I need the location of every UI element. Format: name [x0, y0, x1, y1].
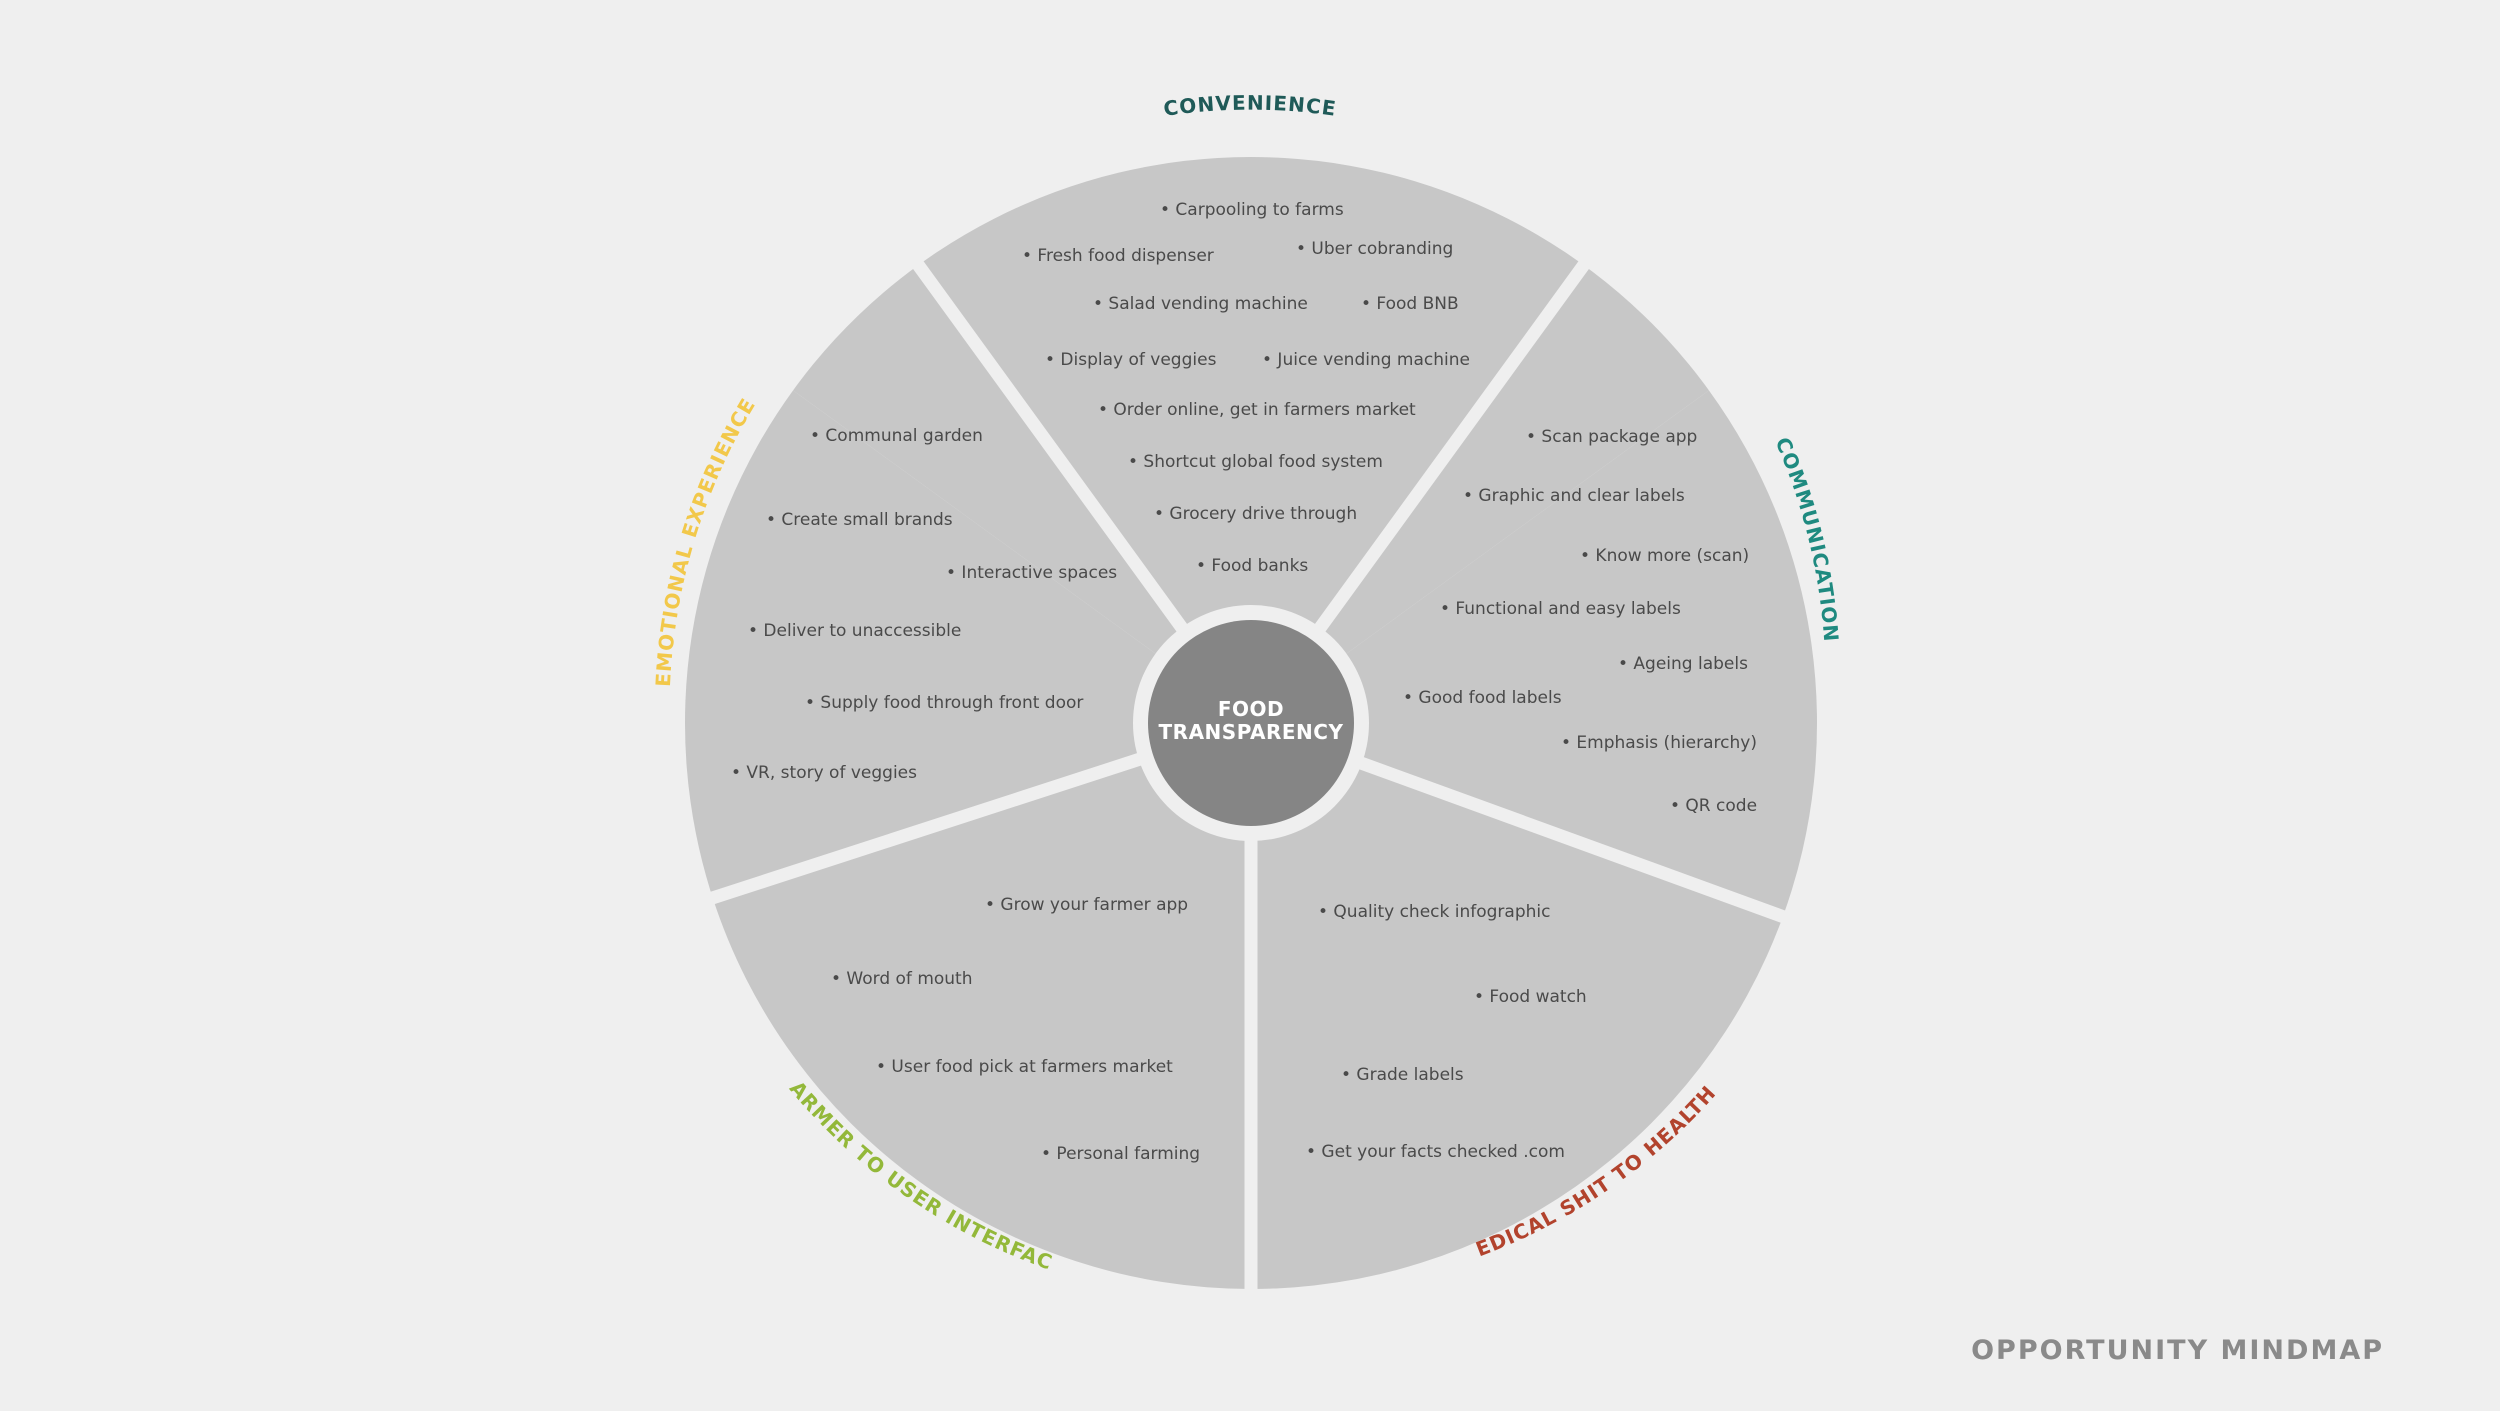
- center-node: FOOD TRANSPARENCY: [1133, 605, 1369, 841]
- list-item: • User food pick at farmers market: [876, 1057, 1173, 1077]
- list-item: • Display of veggies: [1045, 350, 1217, 370]
- list-item: • Get your facts checked .com: [1306, 1142, 1565, 1162]
- list-item: • Emphasis (hierarchy): [1561, 733, 1757, 753]
- list-item: • Quality check infographic: [1318, 902, 1550, 922]
- segment-communication: [1251, 390, 1817, 917]
- convenience-items: • Carpooling to farms • Fresh food dispe…: [1022, 200, 1470, 576]
- list-item: • Functional and easy labels: [1440, 599, 1681, 619]
- list-item: • Grade labels: [1341, 1065, 1464, 1085]
- communication-items: • Scan package app • Graphic and clear l…: [1403, 427, 1757, 816]
- list-item: • Juice vending machine: [1262, 350, 1470, 370]
- medical-items: • Quality check infographic • Food watch…: [1306, 902, 1587, 1162]
- list-item: • Graphic and clear labels: [1463, 486, 1685, 506]
- list-item: • Communal garden: [810, 426, 983, 446]
- list-item: • Shortcut global food system: [1128, 452, 1383, 472]
- list-item: • Ageing labels: [1618, 654, 1748, 674]
- segment-emotional: [685, 390, 1251, 898]
- emotional-items: • Communal garden • Create small brands …: [731, 426, 1117, 783]
- list-item: • Grocery drive through: [1154, 504, 1357, 524]
- list-item: • Food banks: [1196, 556, 1308, 576]
- center-title-line2: TRANSPARENCY: [1159, 720, 1344, 744]
- segment-convenience: [793, 157, 1709, 724]
- list-item: • Food BNB: [1361, 294, 1459, 314]
- list-item: • VR, story of veggies: [731, 763, 917, 783]
- list-item: • Scan package app: [1526, 427, 1697, 447]
- list-item: • Create small brands: [766, 510, 953, 530]
- segment-medical: [1251, 723, 1783, 1289]
- list-item: • Carpooling to farms: [1160, 200, 1344, 220]
- list-item: • Order online, get in farmers market: [1098, 400, 1416, 420]
- list-item: • Uber cobranding: [1296, 239, 1453, 259]
- segments-layer: [685, 157, 1817, 1301]
- center-title-line1: FOOD: [1218, 697, 1284, 721]
- center-circle: [1148, 620, 1354, 826]
- list-item: • Know more (scan): [1580, 546, 1749, 566]
- farmer-items: • Grow your farmer app • Word of mouth •…: [831, 895, 1200, 1164]
- list-item: • QR code: [1670, 796, 1757, 816]
- list-item: • Supply food through front door: [805, 693, 1083, 713]
- list-item: • Good food labels: [1403, 688, 1562, 708]
- list-item: • Grow your farmer app: [985, 895, 1188, 915]
- page-title: OPPORTUNITY MINDMAP: [1971, 1335, 2384, 1366]
- list-item: • Personal farming: [1041, 1144, 1200, 1164]
- list-item: • Salad vending machine: [1093, 294, 1308, 314]
- list-item: • Interactive spaces: [946, 563, 1117, 583]
- list-item: • Word of mouth: [831, 969, 973, 989]
- segment-farmer: [712, 723, 1251, 1289]
- list-item: • Fresh food dispenser: [1022, 246, 1214, 266]
- list-item: • Deliver to unaccessible: [748, 621, 961, 641]
- category-label-convenience: CONVENIENCE: [1162, 91, 1338, 121]
- list-item: • Food watch: [1474, 987, 1587, 1007]
